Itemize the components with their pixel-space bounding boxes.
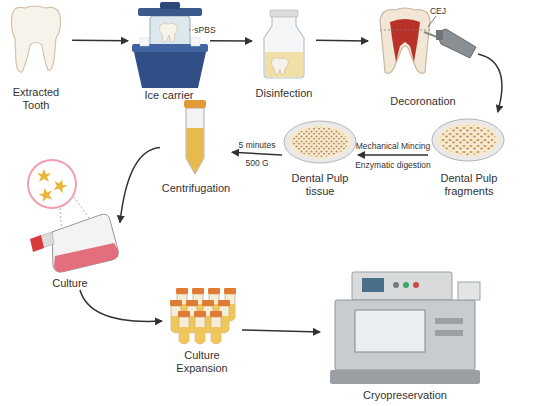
step-node: Culture bbox=[20, 155, 120, 290]
edge-label: Mechanical Mincing bbox=[356, 141, 431, 151]
tube-rack bbox=[170, 288, 236, 344]
step-caption: Dental Pulp tissue bbox=[282, 172, 358, 198]
step-node: Extracted Tooth bbox=[0, 0, 72, 112]
flow-arrow bbox=[210, 40, 252, 42]
callout-label: 500 G bbox=[245, 158, 268, 168]
step-node: Cryopreservation bbox=[320, 262, 490, 402]
step-caption: Centrifugation bbox=[162, 182, 231, 195]
step-node: Decoronation bbox=[368, 0, 478, 108]
flow-arrow bbox=[316, 39, 368, 41]
step-node: Centrifugation bbox=[160, 100, 232, 195]
decoronation-illustration bbox=[380, 8, 476, 73]
step-caption: Dental Pulp fragments bbox=[428, 172, 510, 198]
step-caption: Culture Expansion bbox=[162, 349, 242, 375]
step-caption: Extracted Tooth bbox=[0, 86, 72, 112]
flow-arrow bbox=[80, 290, 162, 321]
flow-arrow bbox=[120, 148, 160, 223]
step-caption: Cryopreservation bbox=[363, 389, 447, 402]
step-node: Culture Expansion bbox=[162, 285, 242, 375]
petri-dish bbox=[284, 121, 356, 163]
step-caption: Disinfection bbox=[256, 87, 313, 100]
culture-flask bbox=[28, 160, 118, 272]
ice-carrier-illustration bbox=[132, 2, 208, 88]
step-node: Dental Pulp tissue bbox=[282, 112, 358, 198]
bottle-illustration bbox=[264, 10, 304, 78]
cryo-machine bbox=[330, 272, 480, 384]
centrifuge-tube bbox=[184, 100, 206, 174]
flow-arrow bbox=[232, 152, 282, 155]
callout-label: CEJ bbox=[430, 6, 446, 16]
step-node: Disinfection bbox=[252, 5, 316, 100]
flow-arrow bbox=[242, 330, 320, 332]
step-node: Dental Pulp fragments bbox=[428, 112, 510, 198]
step-node: Ice carrier bbox=[128, 0, 210, 102]
flow-arrow bbox=[358, 154, 428, 156]
step-caption: Ice carrier bbox=[145, 89, 194, 102]
step-caption: Culture bbox=[52, 277, 87, 290]
callout-label: Enzymatic digestion bbox=[355, 160, 431, 170]
tooth-illustration bbox=[11, 6, 60, 72]
edge-label: 5 minutes bbox=[239, 140, 276, 150]
flow-arrow bbox=[478, 54, 502, 112]
step-caption: Decoronation bbox=[390, 95, 455, 108]
callout-label: sPBS bbox=[194, 25, 215, 35]
flow-arrow bbox=[72, 40, 128, 42]
petri-dish bbox=[432, 119, 504, 161]
